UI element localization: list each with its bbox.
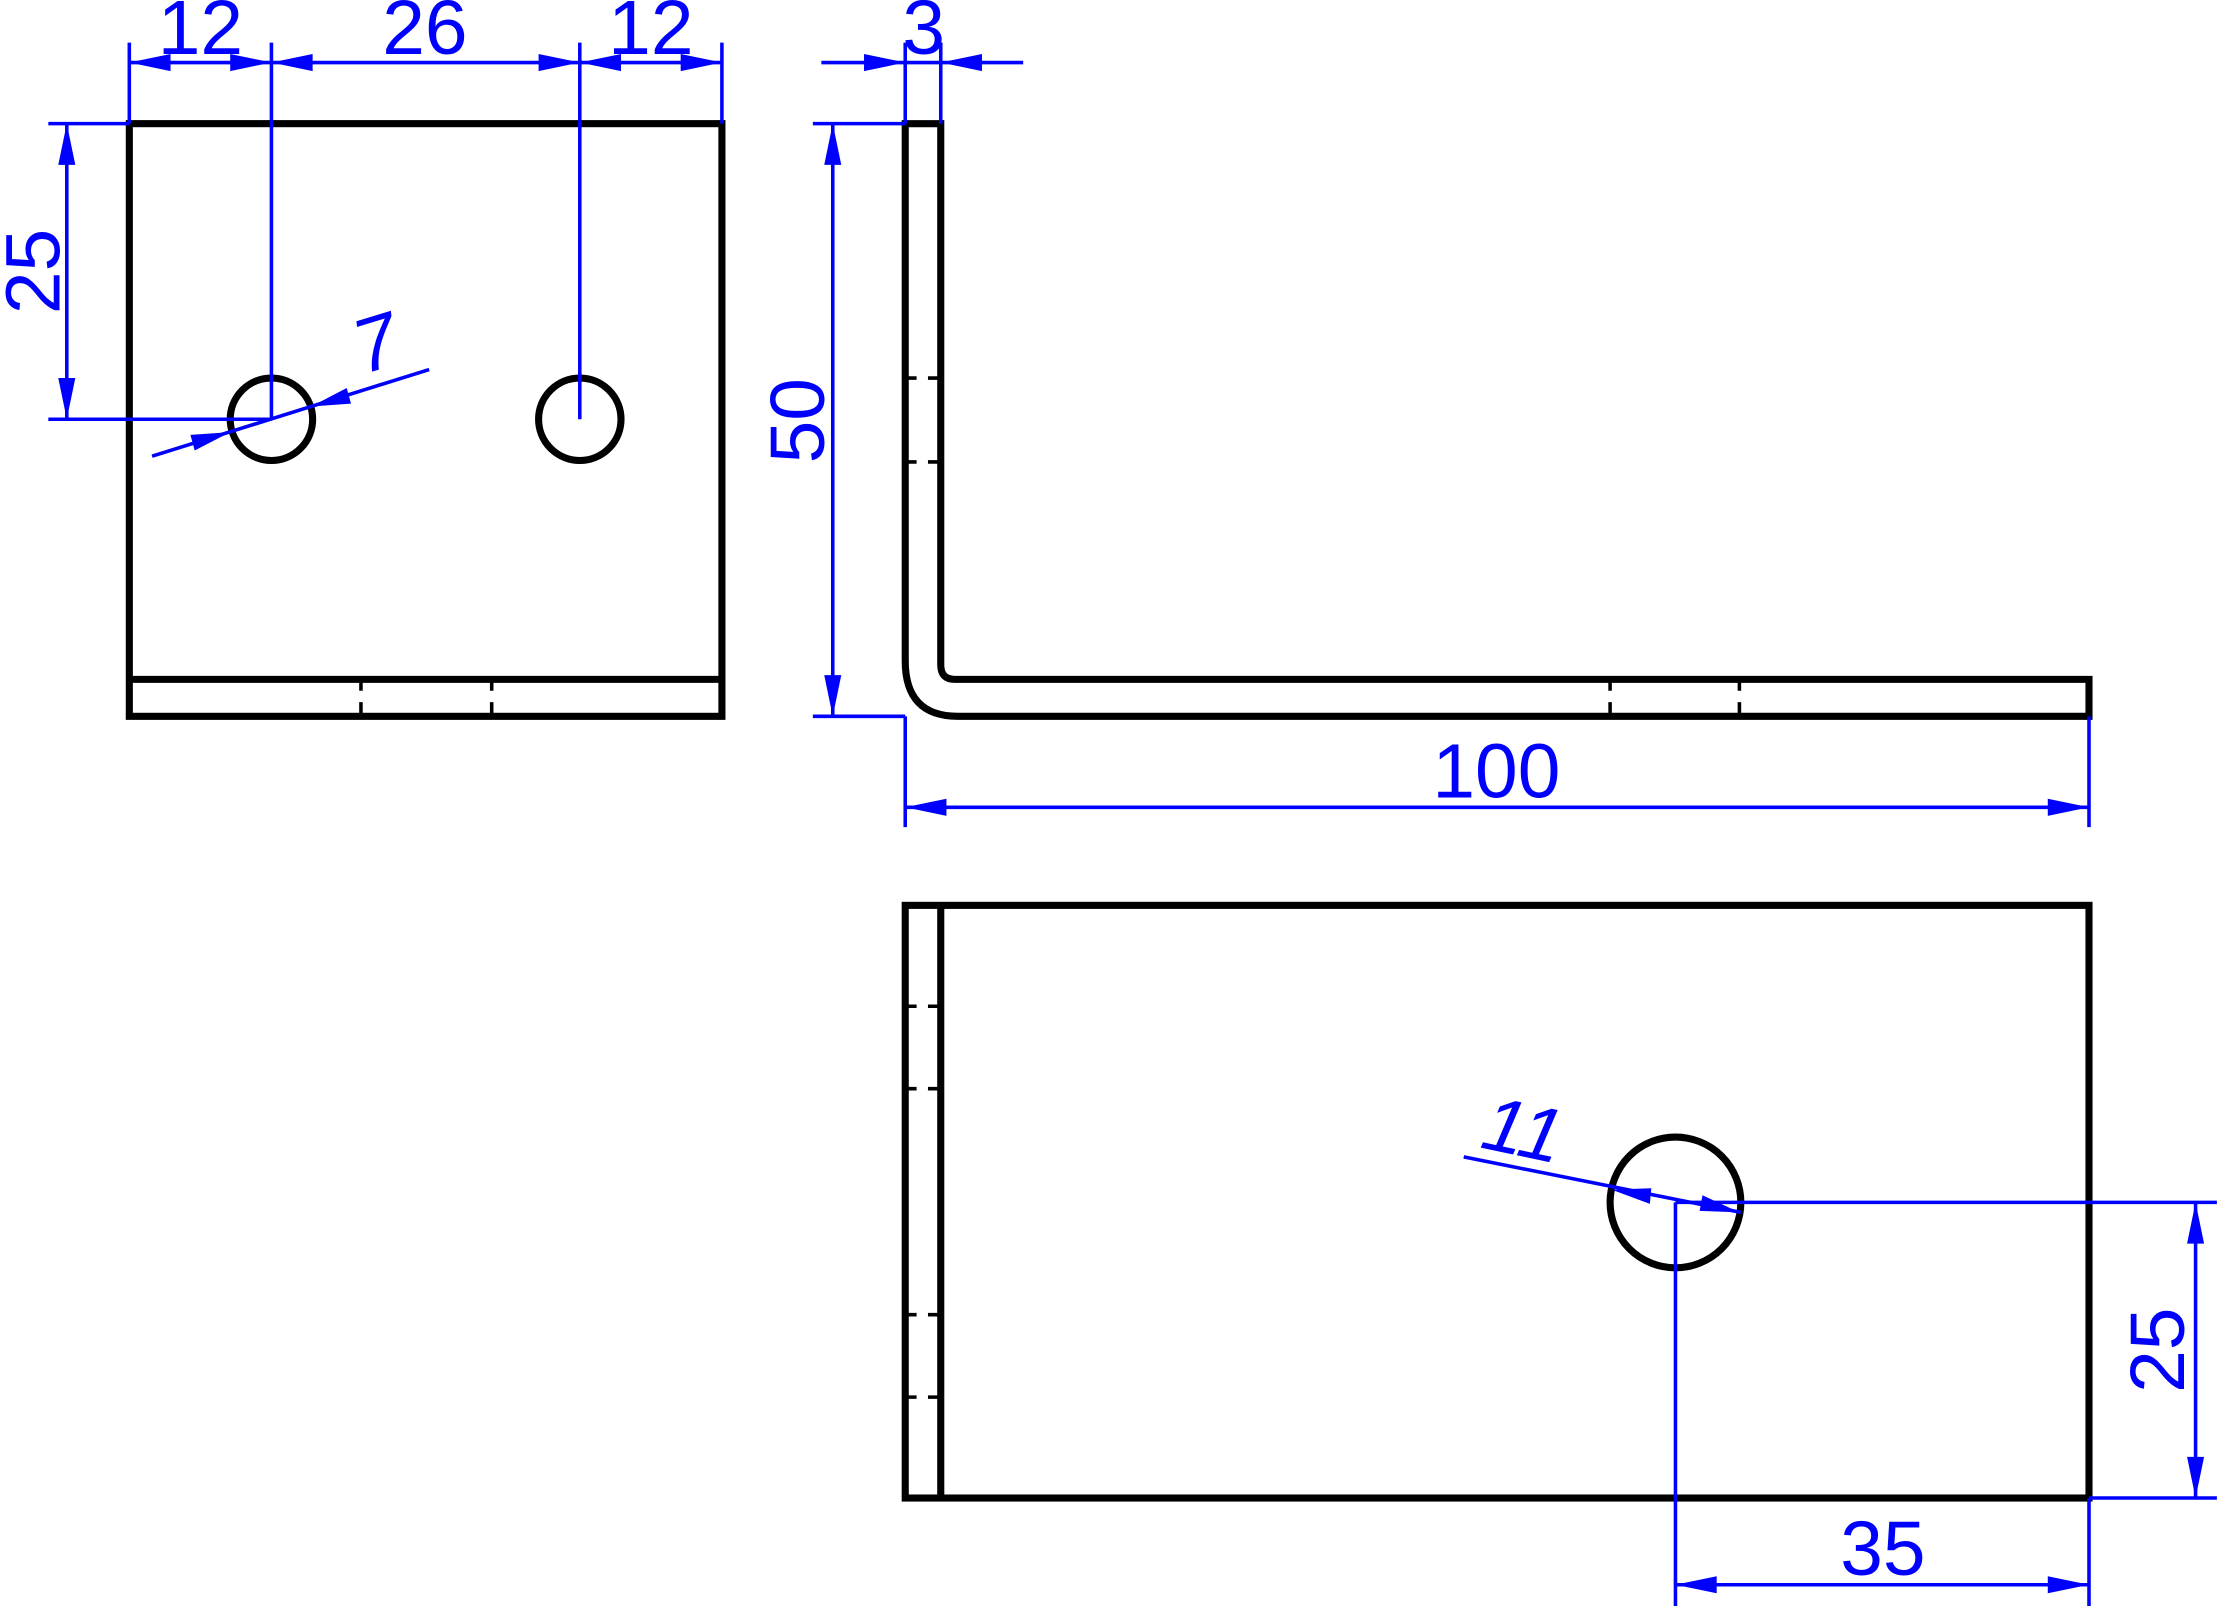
dim-small-hole-dia: 7 [343,296,412,391]
dim-base-length: 100 [1432,729,1560,814]
dim-large-hole-dia: 11 [1475,1081,1571,1181]
top-view-dimensions: 11 25 35 [1463,1081,2217,1607]
dim-front-right-margin: 12 [608,0,693,71]
dim-large-hole-offset-x: 35 [1840,1507,1925,1592]
dim-front-left-margin: 12 [158,0,243,71]
dim-leg-height: 50 [756,378,841,463]
side-view-dimensions: 3 50 100 [756,0,2091,828]
side-view [901,120,2093,720]
dim-hole-height: 25 [0,229,77,314]
dim-thickness: 3 [902,0,945,71]
side-view-profile [901,120,2093,720]
dim-large-hole-offset-y: 25 [2116,1308,2201,1393]
front-view-dimensions: 12 26 12 25 7 [0,0,724,458]
dim-hole-spacing: 26 [382,0,467,71]
